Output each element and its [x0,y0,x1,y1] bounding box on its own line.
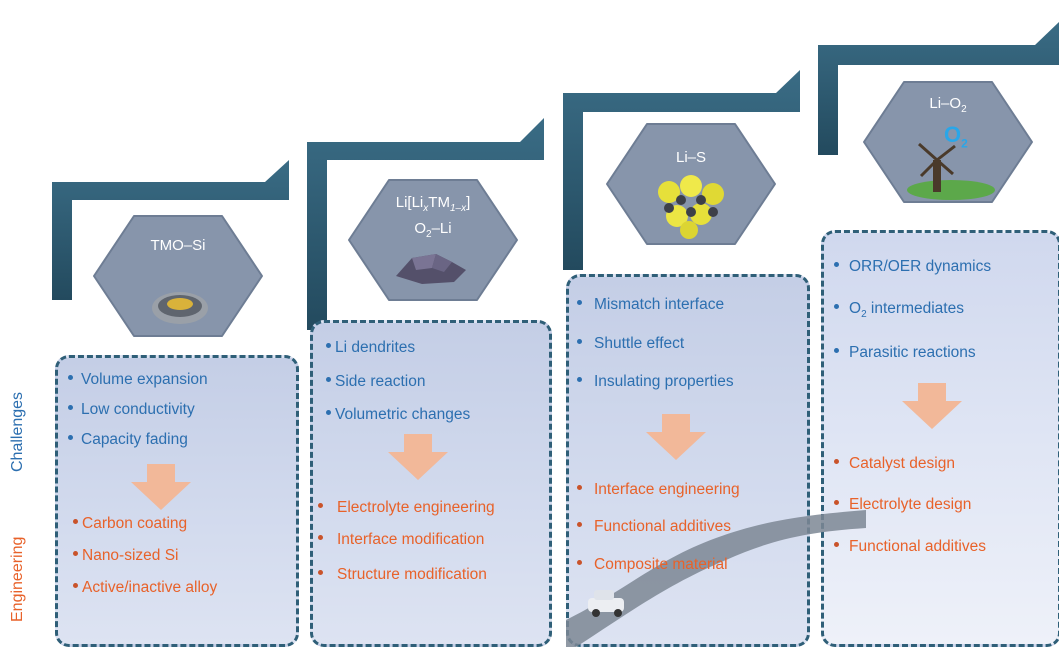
stair-step-1 [52,160,289,300]
engineering-item: Functional additives [834,538,986,556]
challenge-item: Volume expansion [68,371,208,389]
challenge-item: Capacity fading [68,431,188,449]
oxygen-symbol: O2 [944,122,968,151]
crystal-rock-icon [396,254,466,284]
engineering-item: Active/inactive alloy [73,579,217,597]
engineering-item: Structure modification [318,566,487,584]
challenges-label: Challenges [9,391,26,472]
engineering-item: Carbon coating [73,515,187,533]
stair-step-3 [563,70,800,270]
challenge-item: Volumetric changes [326,406,470,424]
challenge-item: O2 intermediates [834,300,964,320]
stage-panel-3 [566,274,810,647]
silicon-particle-icon [152,292,208,324]
challenge-item: ORR/OER dynamics [834,258,991,276]
hexagon-tmo-si [93,215,263,337]
stage-panel-1 [55,355,299,647]
stage-label-3: Li–S [675,149,707,166]
challenge-item: Mismatch interface [577,296,724,314]
stage-label-1: TMO–Si [150,237,206,254]
road-illustration [566,510,866,647]
challenge-item: Shuttle effect [577,335,684,353]
hexagon-li-rich [348,179,518,301]
engineering-item: Functional additives [577,518,731,536]
engineering-item: Interface engineering [577,481,740,499]
challenge-item: Parasitic reactions [834,344,976,362]
stage-label-4: Li–O2 [929,95,967,115]
engineering-item: Catalyst design [834,455,955,473]
down-arrow-1 [131,464,191,510]
engineering-item: Electrolyte engineering [318,499,495,517]
stair-step-4 [818,22,1059,155]
stage-panel-2 [310,320,552,647]
challenge-item: Side reaction [326,373,425,391]
down-arrow-4 [902,383,962,429]
challenge-item: Insulating properties [577,373,734,391]
challenge-item: Low conductivity [68,401,195,419]
engineering-item: Electrolyte design [834,496,971,514]
down-arrow-2 [388,434,448,480]
engineering-item: Nano-sized Si [73,547,179,565]
engineering-item: Composite material [577,556,728,574]
windmill-oxygen-icon [907,142,995,200]
engineering-label: Engineering [9,536,26,622]
hexagon-li-o2 [863,81,1033,203]
car-icon [588,590,624,617]
sulfur-molecule-icon [658,175,724,239]
challenge-item: Li dendrites [326,339,415,357]
stage-label-2: Li[LixTM1–x] O2–Li [395,194,471,240]
engineering-item: Interface modification [318,531,484,549]
down-arrow-3 [646,414,706,460]
